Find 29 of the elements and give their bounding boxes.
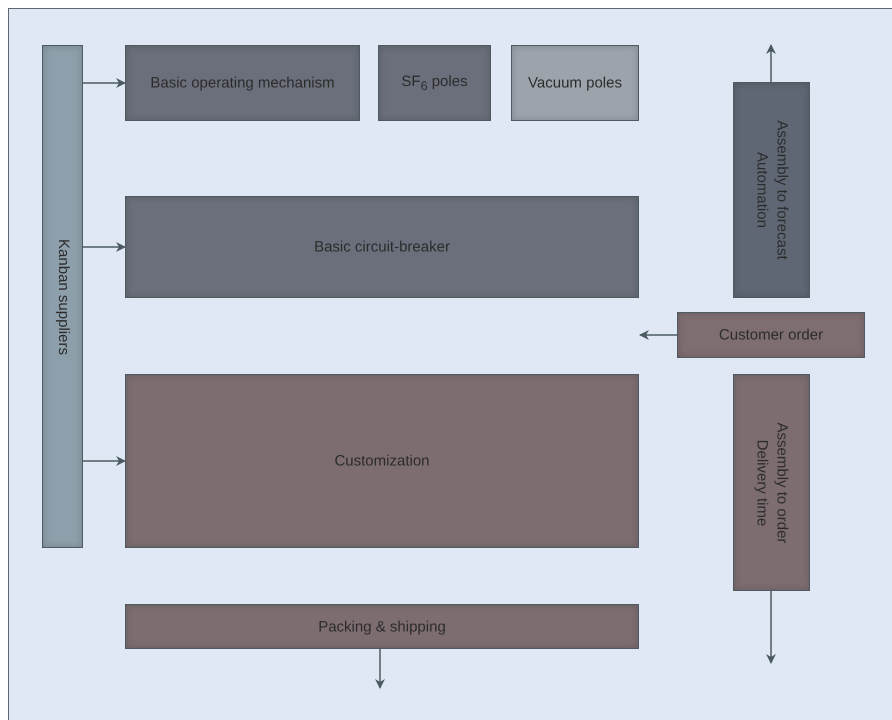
box-label: Basic circuit-breaker [313,237,451,257]
arrow [766,591,776,664]
arrow [766,44,776,82]
process-box [733,82,810,298]
process-box [733,374,810,591]
box-label: Vacuum poles [527,73,623,93]
box-label: Assembly to order [772,421,791,546]
box-label: Delivery time [752,438,772,528]
box-label: Customization [333,451,431,471]
arrow [83,242,126,252]
box-label: Basic operating mechanism [149,73,336,93]
box-label: Assembly to forecast [772,119,791,262]
process-box [677,312,865,358]
box-label: Packing & shipping [317,616,447,636]
process-box [42,45,83,548]
box-label: Kanban suppliers [53,238,72,356]
box-label: Automation [752,151,772,230]
box-label: SF$_{6}$ poles [400,72,469,94]
arrow [83,456,126,466]
process-box [125,604,639,649]
arrow [375,649,385,689]
process-box [125,196,639,298]
arrow [83,78,126,88]
arrow [639,330,677,340]
process-box [125,45,360,121]
process-box [378,45,491,121]
process-box [511,45,639,121]
process-box [125,374,639,548]
box-label: Customer order [718,325,824,345]
